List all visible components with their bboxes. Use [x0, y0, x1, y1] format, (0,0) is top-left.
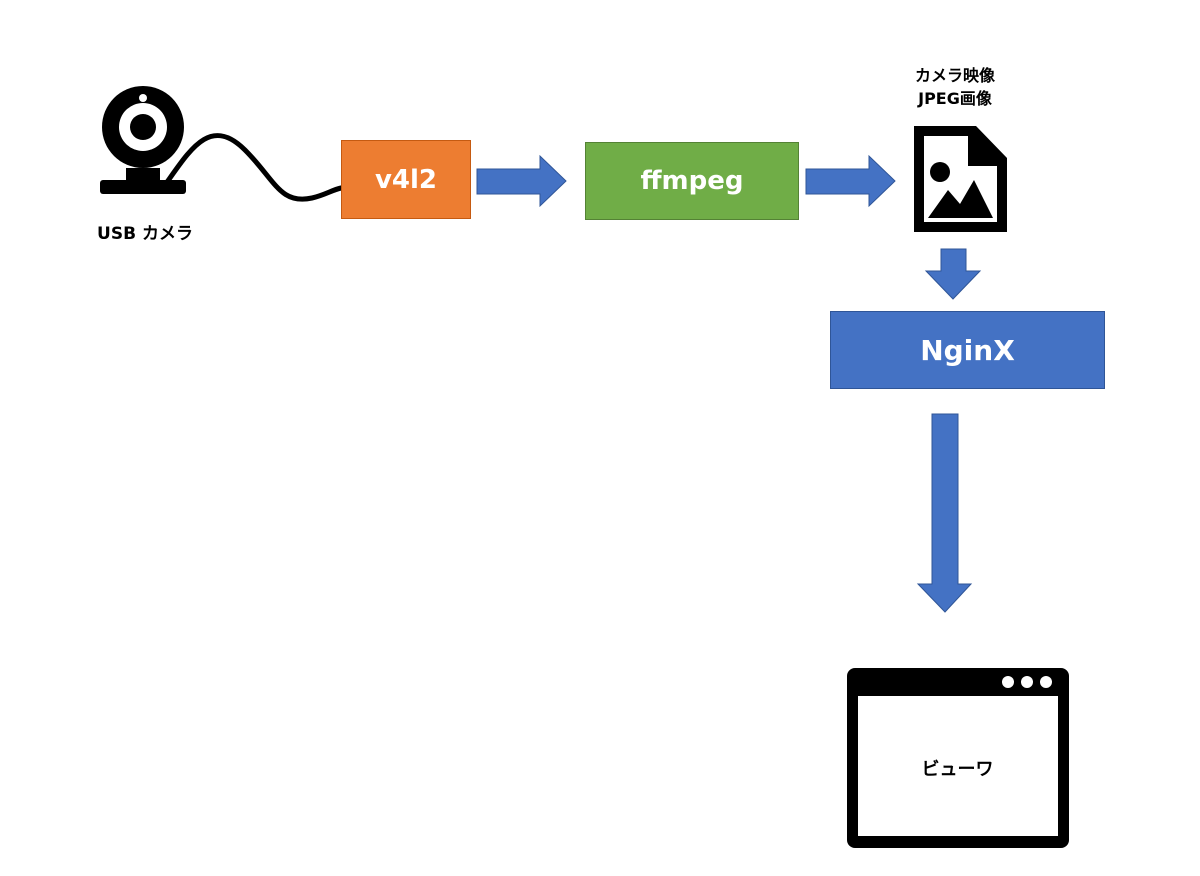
browser-window-icon — [847, 668, 1069, 848]
image-label-line1: カメラ映像 — [914, 66, 995, 85]
image-file-icon — [914, 126, 1007, 232]
camera-label: USB カメラ — [97, 224, 193, 244]
v4l2-label: v4l2 — [374, 164, 438, 195]
arrow-ffmpeg-to-image — [805, 154, 896, 208]
arrow-v4l2-to-ffmpeg — [476, 154, 567, 208]
viewer-label: ビューワ — [921, 759, 994, 780]
image-label: カメラ映像 JPEG画像 — [880, 64, 1030, 110]
ffmpeg-box: ffmpeg — [585, 142, 799, 220]
nginx-box: NginX — [830, 311, 1105, 389]
ffmpeg-label: ffmpeg — [640, 166, 744, 196]
v4l2-box: v4l2 — [341, 140, 471, 219]
webcam-icon — [100, 86, 186, 194]
usb-cable — [162, 133, 344, 202]
nginx-label: NginX — [920, 333, 1015, 367]
arrow-image-to-nginx — [924, 248, 982, 300]
arrow-nginx-to-viewer — [916, 413, 973, 613]
image-label-line2: JPEG画像 — [918, 89, 992, 108]
